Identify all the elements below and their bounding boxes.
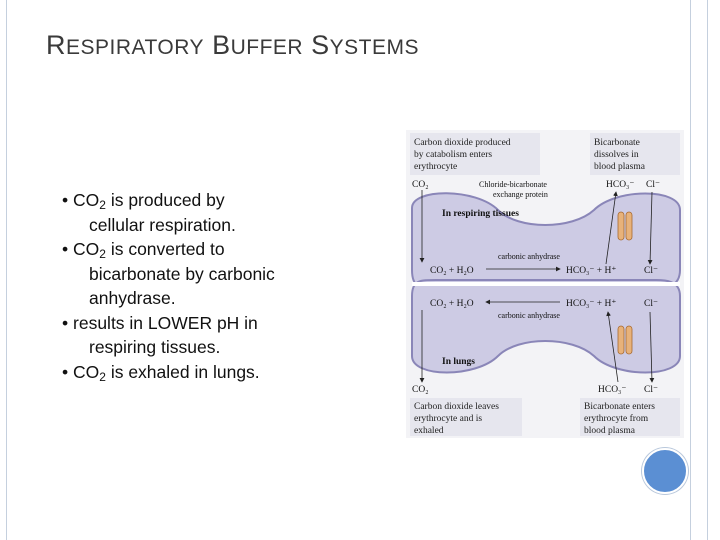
exchange-protein-bottom [617, 325, 633, 355]
label-cl-inner-bottom: Cl⁻ [644, 299, 658, 309]
caption-box-bottom-left [410, 398, 522, 436]
caption-bottom-right-line: blood plasma [584, 426, 636, 436]
label-cl-inner-top: Cl⁻ [644, 266, 658, 276]
caption-top-right-line: Bicarbonate [594, 138, 640, 148]
label-cl-top: Cl⁻ [646, 180, 660, 190]
label-cl-bottom: Cl⁻ [644, 385, 658, 395]
slide-frame-right-line [690, 0, 691, 540]
label-carbonic-anhydrase-top: carbonic anhydrase [498, 252, 560, 261]
slide-frame-left-line [6, 0, 7, 540]
caption-top-right-line: dissolves in [594, 150, 639, 160]
label-exchange-protein: exchange protein [493, 190, 548, 199]
slide-frame-right-outer-line [707, 0, 708, 540]
decorative-circle [642, 448, 688, 494]
reaction-left-bottom: CO₂ + H₂O [430, 299, 474, 309]
caption-top-right-line: blood plasma [594, 162, 646, 172]
caption-box-bottom-right [580, 398, 680, 436]
bullet-list: • CO2 is produced by cellular respiratio… [62, 188, 275, 384]
slide-title: RESPIRATORY BUFFER SYSTEMS [46, 30, 419, 60]
erythrocyte-diagram: Carbon dioxide produced by catabolism en… [406, 130, 684, 438]
caption-box-top-left [410, 133, 540, 175]
caption-top-left-line: erythrocyte [414, 162, 457, 172]
bullet-item: • CO2 is produced by cellular respiratio… [62, 190, 236, 235]
caption-box-top-right [590, 133, 680, 175]
arrow-cl-in [647, 191, 653, 265]
caption-bottom-left-line: exhaled [414, 426, 444, 436]
caption-bottom-right-line: Bicarbonate enters [584, 402, 655, 412]
bullet-item: • results in LOWER pH in respiring tissu… [62, 312, 258, 358]
bullet-item: • CO2 is converted to bicarbonate by car… [62, 239, 275, 308]
label-co2-top: CO₂ [412, 180, 429, 190]
label-exchange-protein: Chloride-bicarbonate [479, 180, 547, 189]
reaction-left-top: CO₂ + H₂O [430, 266, 474, 276]
label-hco3-bottom: HCO₃⁻ [598, 385, 626, 395]
label-hco3-top: HCO₃⁻ [606, 180, 634, 190]
reaction-right-bottom: HCO₃⁻ + H⁺ [566, 299, 616, 309]
label-respiring-tissues: In respiring tissues [442, 209, 519, 219]
arrow-hco3-out [605, 191, 618, 265]
label-co2-bottom: CO₂ [412, 385, 429, 395]
caption-bottom-left-line: Carbon dioxide leaves [414, 402, 499, 412]
caption-bottom-right-line: erythrocyte from [584, 413, 649, 424]
arrow-cl-out [649, 311, 655, 383]
exchange-protein-top [617, 211, 633, 241]
caption-top-left-line: Carbon dioxide produced [414, 138, 511, 148]
label-carbonic-anhydrase-bottom: carbonic anhydrase [498, 311, 560, 320]
caption-bottom-left-line: erythrocyte and is [414, 414, 482, 424]
arrow-hco3-in [606, 311, 619, 383]
caption-top-left-line: by catabolism enters [414, 150, 492, 160]
reaction-right-top: HCO₃⁻ + H⁺ [566, 266, 616, 276]
label-in-lungs: In lungs [442, 357, 475, 367]
bullet-item: • CO2 is exhaled in lungs. [62, 361, 260, 384]
